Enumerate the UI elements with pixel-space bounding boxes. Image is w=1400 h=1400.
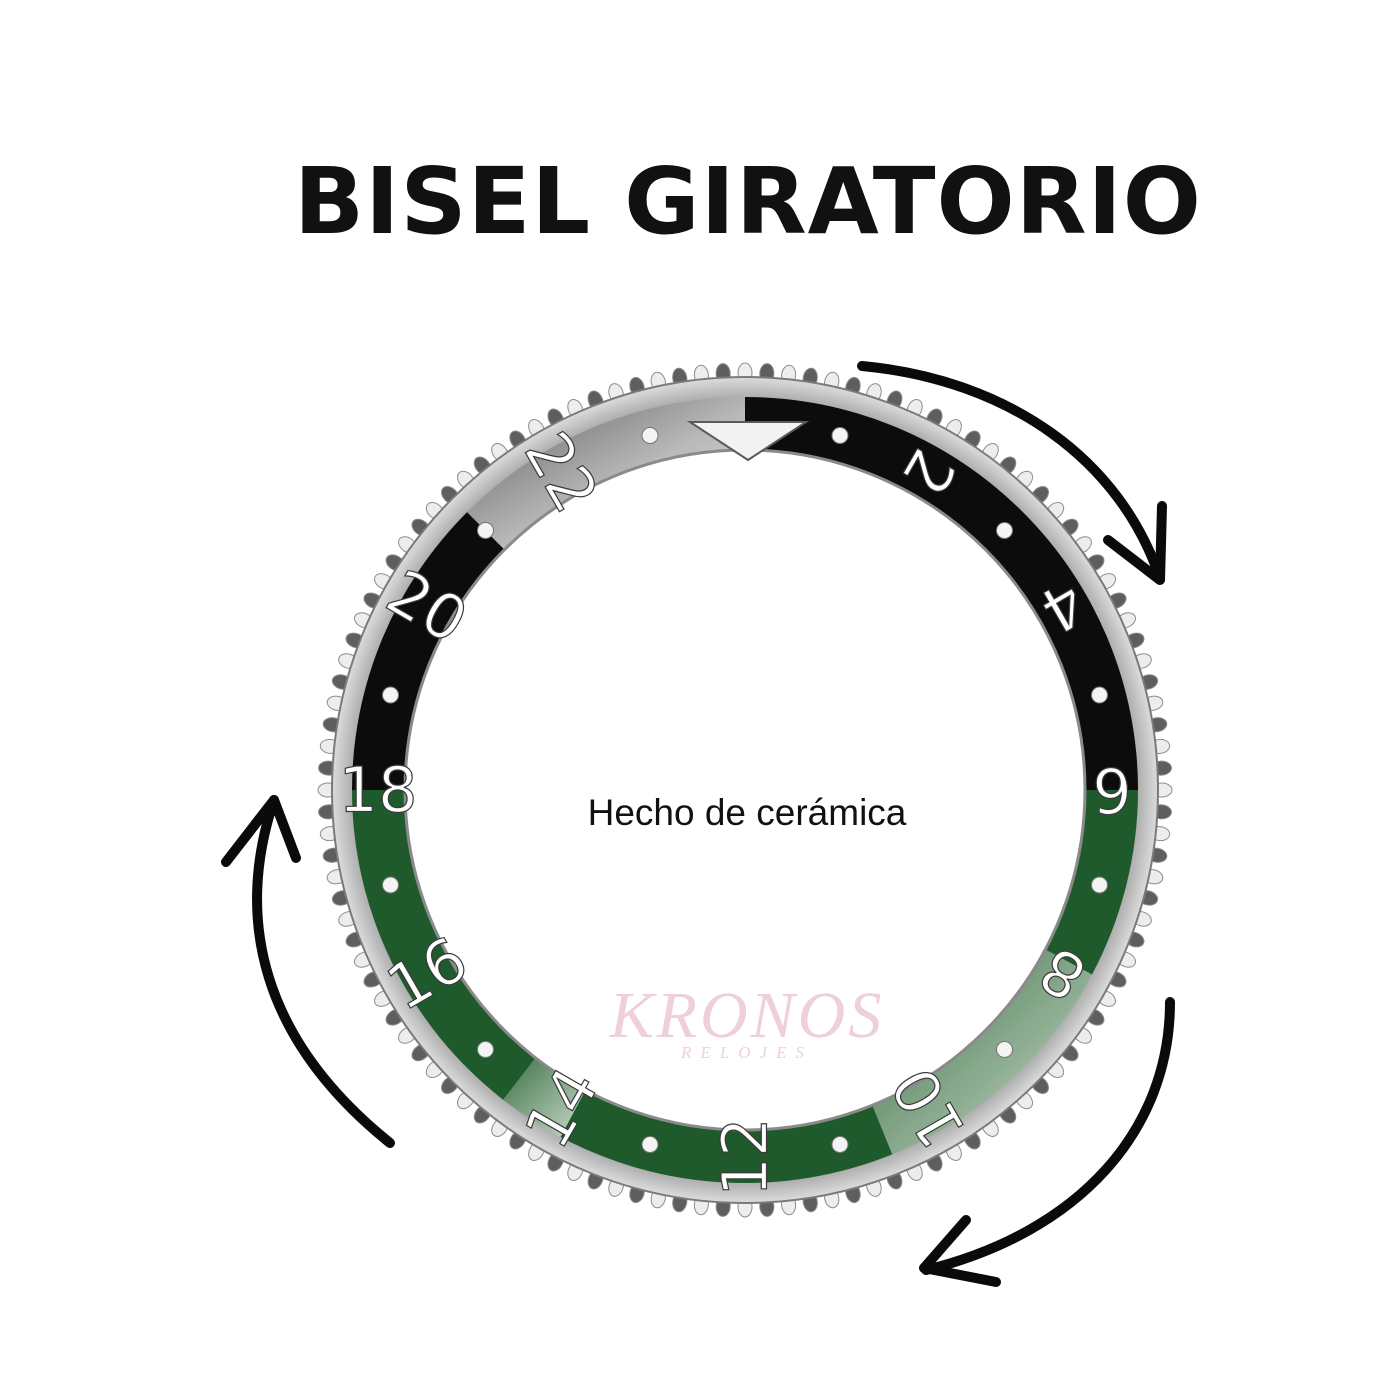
watermark-brand: KRONOS (609, 979, 885, 1052)
watermark-tagline: RELOJES (681, 1043, 813, 1062)
insert-sector-green-light-14 (503, 1057, 586, 1137)
bezel-dot (996, 1041, 1014, 1059)
bezel-dot (382, 686, 400, 704)
triangle-marker-icon (686, 421, 810, 462)
bezel-dot (996, 521, 1014, 539)
bezel-dot (641, 1135, 659, 1153)
bezel-dot (476, 1041, 494, 1059)
bezel-numeral-6: 6 (1092, 754, 1131, 827)
counterclockwise-arrow-icon (252, 795, 395, 1148)
insert-sector-grey-22 (467, 397, 745, 550)
clockwise-arrow-lower-head (919, 1215, 1001, 1287)
bezel-dot (831, 1135, 849, 1153)
bezel-numeral-18: 18 (339, 754, 418, 827)
clockwise-arrow-head (1103, 501, 1167, 585)
bezel-dot (1090, 686, 1108, 704)
insert-sector-black-18 (352, 512, 505, 790)
bezel-numeral-12: 12 (709, 1118, 782, 1197)
bezel-dot (476, 521, 494, 539)
clockwise-arrow-lower-icon (921, 997, 1175, 1275)
counterclockwise-arrow-head (221, 795, 301, 867)
insert-sector-green-16 (352, 790, 536, 1100)
material-caption: Hecho de cerámica (587, 792, 907, 833)
bezel-dot-markers (382, 427, 1108, 1153)
bezel-dot (831, 427, 849, 445)
bezel-dot (641, 427, 659, 445)
bezel-dot (1090, 876, 1108, 894)
bezel-insert (352, 397, 1139, 1183)
bezel-dot (382, 876, 400, 894)
insert-sector-green-light-8 (872, 949, 1092, 1155)
page-title: BISEL GIRATORIO (293, 148, 1202, 255)
insert-sector-green-12 (560, 1090, 893, 1183)
clockwise-arrow-icon (857, 361, 1165, 583)
